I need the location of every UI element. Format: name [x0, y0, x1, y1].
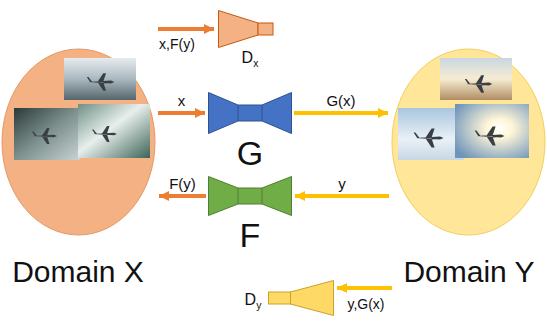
arrow-connector — [295, 194, 389, 198]
edge-label: x — [178, 93, 186, 108]
domain-ellipse: Domain Y — [391, 48, 546, 236]
edge-label: F(y) — [169, 176, 196, 191]
arrow-connector — [294, 111, 388, 115]
generator-shape: F — [208, 176, 292, 216]
photo-thumbnail — [64, 58, 136, 100]
node-label: Domain X — [12, 257, 144, 287]
network-bowtie — [209, 93, 292, 134]
photo-thumbnail — [455, 104, 529, 158]
node-label: G — [237, 136, 263, 170]
photo-thumbnail — [398, 108, 464, 160]
domain-outline — [392, 49, 545, 235]
photo-ground — [455, 104, 529, 158]
shape-outline — [268, 280, 334, 316]
edge-label: G(x) — [326, 93, 355, 108]
photo-thumbnail — [14, 108, 80, 160]
domain-outline — [2, 49, 155, 235]
shape-outline — [208, 92, 292, 134]
input-arrow — [158, 27, 214, 31]
discriminator-shape: Dy — [268, 280, 334, 316]
photo-ground — [14, 108, 80, 160]
plane-silhouette — [414, 128, 444, 147]
discriminator-trapezoid — [291, 281, 334, 316]
input-label: x,F(y) — [159, 37, 195, 51]
photo-ground — [78, 104, 150, 158]
node-label: F — [240, 218, 261, 252]
node-label: Domain Y — [403, 257, 534, 287]
photo-thumbnail — [78, 104, 150, 158]
node-label: Dy — [245, 292, 262, 308]
plane-silhouette — [475, 126, 505, 145]
discriminator-output — [269, 292, 291, 304]
shape-outline — [218, 10, 274, 48]
discriminator-trapezoid — [219, 11, 259, 48]
bowtie-divider — [238, 188, 262, 204]
photo-ground — [398, 108, 464, 160]
arrow-connector — [158, 111, 205, 115]
domain-ellipse: Domain X — [1, 48, 156, 236]
input-label: y,G(x) — [347, 297, 384, 311]
shape-outline — [208, 176, 292, 216]
generator-shape: G — [208, 92, 292, 134]
shape-outline — [391, 48, 546, 236]
plane-silhouette — [32, 128, 57, 144]
network-bowtie — [209, 177, 292, 216]
shape-outline — [1, 48, 156, 236]
plane-silhouette — [465, 75, 493, 93]
photo-thumbnail — [440, 58, 512, 100]
edge-label: y — [338, 176, 346, 191]
bowtie-divider — [238, 105, 262, 121]
plane-silhouette — [87, 73, 115, 91]
arrow-connector — [159, 194, 206, 198]
photo-ground — [440, 58, 512, 100]
photo-ground — [64, 58, 136, 100]
node-label: Dx — [242, 50, 259, 66]
discriminator-shape: Dx — [218, 10, 274, 48]
input-arrow — [337, 286, 392, 290]
discriminator-output — [258, 23, 273, 35]
plane-silhouette — [92, 126, 117, 142]
